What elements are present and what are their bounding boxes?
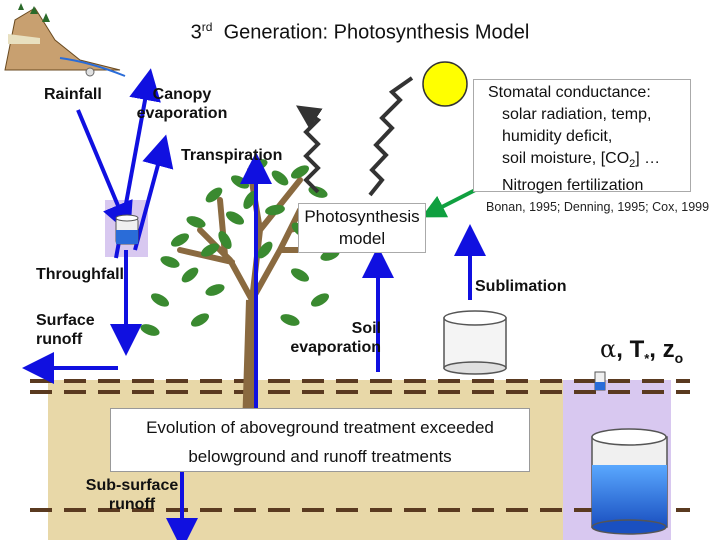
- stomatal-conductance-box: Stomatal conductance: solar radiation, t…: [473, 79, 691, 194]
- citation-text: Bonan, 1995; Denning, 1995; Cox, 1999: [486, 200, 710, 214]
- rainfall-arrow: [76, 109, 133, 235]
- sun-icon: [422, 61, 468, 107]
- page-title: 3rd Generation: Photosynthesis Model: [0, 20, 720, 45]
- param-separator-2: ,: [649, 336, 656, 363]
- surface-runoff-label: Surface runoff: [36, 312, 95, 348]
- evolution-box: Evolution of aboveground treatment excee…: [110, 408, 530, 472]
- canopy-evaporation-label: Canopy evaporation: [136, 86, 228, 122]
- title-text: Generation: Photosynthesis Model: [223, 21, 530, 44]
- evolution-line1: Evolution of aboveground treatment excee…: [146, 418, 494, 437]
- evolution-line2: belowground and runoff treatments: [188, 447, 452, 466]
- reflected-radiation-arrow: [296, 105, 323, 194]
- solar-radiation-arrow: [368, 76, 414, 197]
- stomatal-line4-prefix: soil moisture, [CO: [502, 150, 630, 167]
- transpiration-label: Transpiration: [181, 147, 283, 164]
- throughfall-label: Throughfall: [36, 266, 124, 283]
- soil-horizons: [30, 379, 690, 512]
- stomatal-line2: solar radiation, temp,: [502, 106, 652, 123]
- subsurface-runoff-label: Sub-surface runoff: [85, 477, 179, 513]
- z-subscript: o: [674, 349, 684, 366]
- soil-water-cup-icon: [591, 428, 668, 535]
- stomatal-line3: humidity deficit,: [502, 128, 613, 145]
- rainfall-label: Rainfall: [44, 86, 102, 103]
- t-symbol: T: [629, 336, 645, 363]
- snowpack-cup-icon: [443, 310, 507, 375]
- t-subscript: *: [644, 350, 650, 366]
- stomatal-line4-suffix: ] …: [635, 150, 661, 167]
- stomatal-line5: Nitrogen fertilization: [502, 177, 644, 195]
- z-symbol: z: [662, 336, 675, 363]
- stomatal-co2-subscript: 2: [629, 158, 636, 171]
- soil-evaporation-label: Soil evaporation: [290, 320, 381, 356]
- canopy-storage-cup-icon: [115, 214, 139, 245]
- logo-mountain-icon: [4, 3, 126, 77]
- photosynthesis-model-box: Photosynthesis model: [298, 203, 426, 253]
- title-ordinal-suffix: rd: [201, 20, 213, 34]
- parameter-symbols: α, T*, zo: [600, 335, 683, 366]
- stomatal-line4: soil moisture, [CO2] …: [480, 148, 684, 175]
- small-water-cup-icon: [594, 371, 606, 391]
- param-separator-1: ,: [616, 336, 623, 363]
- sublimation-label: Sublimation: [475, 278, 567, 295]
- alpha-symbol: α: [600, 335, 617, 363]
- title-ordinal: 3: [190, 21, 202, 44]
- canopy-upward-arrow: [133, 134, 174, 251]
- stomatal-line1: Stomatal conductance:: [488, 84, 651, 101]
